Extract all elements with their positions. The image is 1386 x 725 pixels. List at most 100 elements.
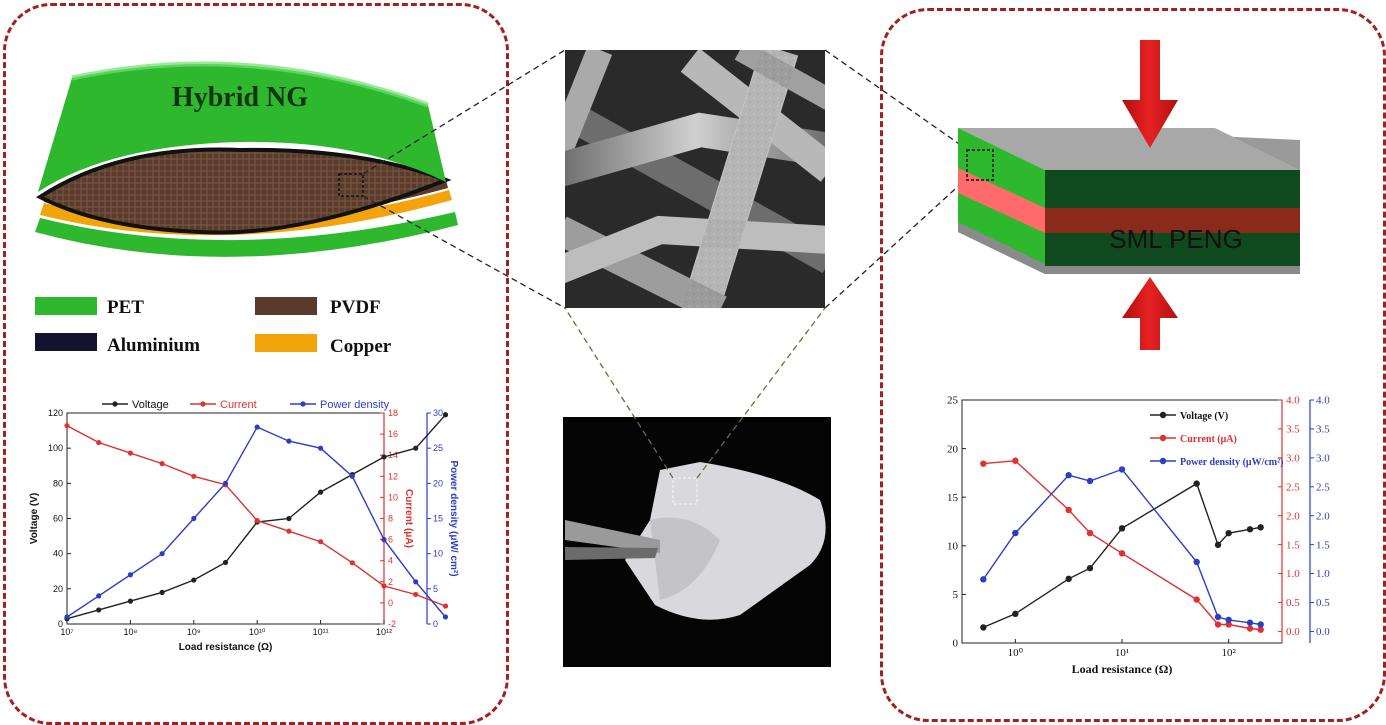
data-point-power [1225, 616, 1232, 624]
legend-marker [200, 401, 206, 407]
zoom-box-left [338, 173, 364, 197]
y-left-tick-label: 25 [947, 395, 959, 407]
up-arrow [1122, 277, 1178, 350]
y-right1-tick-label: 0.5 [1286, 597, 1300, 609]
y-left-tick-label: 0 [58, 619, 63, 629]
data-point-voltage [222, 559, 229, 566]
data-point-current [318, 539, 324, 545]
data-point-power [1246, 619, 1254, 626]
data-point-power [159, 551, 165, 557]
y-left-tick-label: 20 [947, 443, 959, 455]
data-point-current [1225, 621, 1232, 628]
legend-marker [1159, 434, 1167, 442]
data-point-current [349, 560, 355, 566]
series-line-current [983, 460, 1261, 631]
x-tick-label: 10² [1222, 647, 1237, 659]
y-right1-tick-label: 3.0 [1286, 453, 1300, 465]
y-right1-tick-label: 0 [388, 598, 393, 608]
legend-label-pet: PET [107, 297, 144, 318]
data-point-current [254, 518, 260, 524]
data-point-power [1214, 613, 1222, 621]
fibre-mat-photo [563, 417, 831, 667]
down-arrow [1122, 40, 1178, 148]
sml-peng-title: SML PENG [1109, 224, 1242, 254]
data-point-power [381, 537, 387, 543]
data-point-voltage [1065, 575, 1072, 583]
y-right2-tick-label: 20 [433, 478, 443, 488]
layer-legend: PET PVDF Aluminium Copper [35, 297, 392, 357]
legend-label: Current (μA) [1180, 434, 1237, 445]
y-right2-tick-label: 2.5 [1316, 481, 1330, 493]
data-point-power [442, 614, 449, 620]
hybrid-ng-title: Hybrid NG [172, 82, 308, 113]
y-left-tick-label: 40 [53, 549, 63, 559]
y-right2-tick-label: 0.5 [1316, 597, 1330, 609]
x-tick-label: 10⁷ [60, 627, 73, 637]
data-point-current [1086, 529, 1094, 537]
y-right2-tick-label: 2.0 [1316, 510, 1330, 522]
x-tick-label: 10¹² [376, 627, 392, 637]
data-point-current [127, 450, 133, 456]
data-point-current [1257, 626, 1264, 633]
data-point-current [381, 583, 387, 589]
legend-label: Power density (μW/cm²) [1180, 457, 1283, 468]
legend-marker [1159, 457, 1167, 465]
y-right1-tick-label: -2 [388, 619, 396, 629]
x-tick-label: 10¹ [1115, 647, 1129, 659]
data-point-power [96, 593, 102, 599]
y-left-tick-label: 5 [953, 589, 959, 601]
y-right2-tick-label: 1.0 [1316, 568, 1330, 580]
data-point-current [980, 460, 987, 467]
data-point-current [1214, 621, 1222, 628]
y-right1-tick-label: 16 [388, 429, 398, 439]
data-point-power [1065, 472, 1072, 479]
data-point-power [980, 576, 987, 583]
y-right2-tick-label: 25 [433, 443, 443, 453]
legend-marker [300, 401, 306, 407]
data-point-power [1118, 466, 1126, 473]
y-right1-tick-label: 0.0 [1286, 626, 1300, 638]
y-right2-tick-label: 1.5 [1316, 539, 1330, 551]
y-right1-tick-label: 10 [388, 492, 398, 502]
legend-label: Voltage [132, 399, 169, 411]
data-point-current [1246, 625, 1254, 632]
x-axis-label: Load resistance (Ω) [1072, 662, 1173, 676]
y-left-tick-label: 100 [48, 443, 63, 453]
data-point-voltage [159, 589, 165, 595]
data-point-voltage [96, 607, 102, 613]
y-left-axis-label: Voltage (V) [29, 493, 40, 544]
y-right2-tick-label: 3.5 [1316, 424, 1330, 436]
data-point-voltage [286, 515, 292, 522]
y-left-tick-label: 80 [53, 478, 63, 488]
data-point-current [1118, 550, 1126, 557]
y-right2-tick-label: 4.0 [1316, 395, 1330, 407]
data-point-power [1193, 558, 1200, 566]
right-panel-border [880, 8, 1386, 722]
data-point-voltage [1086, 564, 1094, 572]
data-point-power [254, 424, 260, 430]
data-point-current [1065, 506, 1072, 514]
y-right1-tick-label: 4 [388, 556, 393, 566]
y-right1-tick-label: 1.5 [1286, 539, 1300, 551]
data-point-power [191, 515, 197, 522]
y-right1-tick-label: 3.5 [1286, 424, 1300, 436]
y-left-tick-label: 10 [947, 540, 959, 552]
y-right1-axis-label: Current (μA) [403, 489, 414, 548]
data-point-voltage [1246, 526, 1254, 533]
y-right2-tick-label: 0 [433, 619, 438, 629]
legend-label: Voltage (V) [1180, 411, 1228, 422]
y-right1-tick-label: 2 [388, 577, 393, 587]
data-point-voltage [1214, 541, 1222, 549]
legend-label: Current [220, 399, 257, 411]
y-right1-tick-label: 6 [388, 535, 393, 545]
y-left-tick-label: 0 [953, 638, 959, 650]
data-point-current [442, 603, 449, 609]
legend-marker [112, 401, 118, 407]
plot-frame [66, 412, 385, 625]
data-point-voltage [191, 577, 197, 583]
y-right1-tick-label: 4.0 [1286, 395, 1300, 407]
data-point-power [318, 445, 324, 451]
legend-swatch-pet [35, 297, 97, 315]
